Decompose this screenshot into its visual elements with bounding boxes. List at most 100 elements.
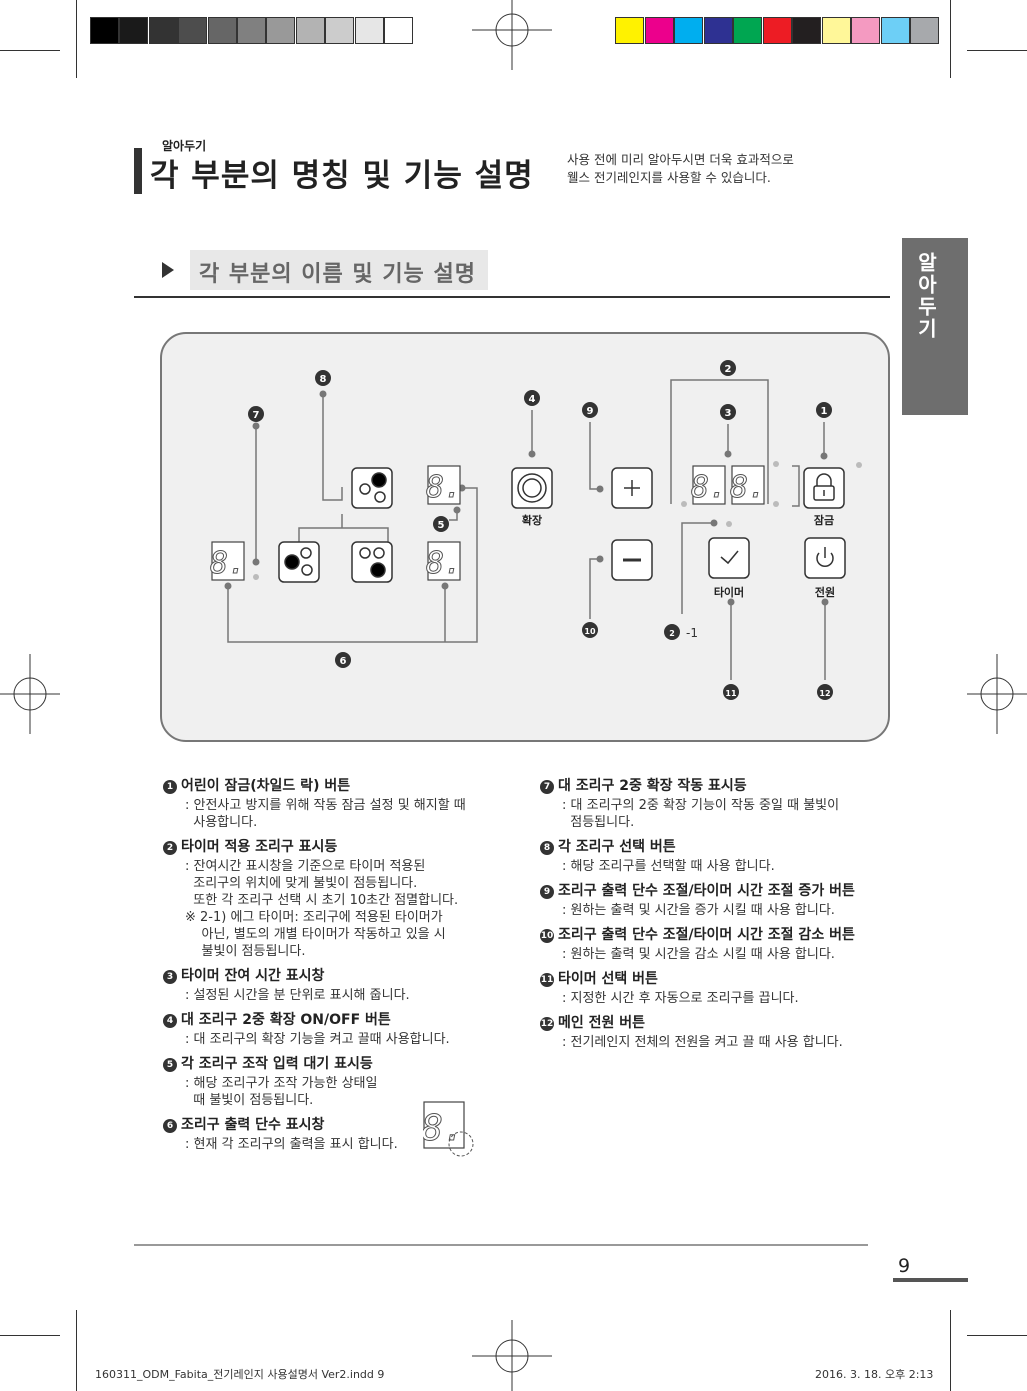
item-number-badge: 7 [540,780,554,794]
svg-text:10: 10 [584,627,596,636]
svg-text:11: 11 [725,689,737,698]
item-description-line: : 해당 조리구를 선택할 때 사용 합니다. [562,859,775,874]
process-swatch [703,17,733,44]
expand-label: 확장 [522,513,542,527]
crop-mark [0,50,60,51]
timer-button [708,537,750,579]
item-description-line: : 전기레인지 전체의 전원을 켜고 끌 때 사용 합니다. [562,1035,843,1050]
item-number-badge: 10 [540,929,554,943]
process-swatch [821,17,851,44]
description-item: 8 각 조리구 선택 버튼 : 해당 조리구를 선택할 때 사용 합니다. [540,839,930,875]
crop-mark [0,1335,60,1336]
svg-text:2: 2 [725,364,732,375]
item-description-line: : 잔여시간 표시창을 기준으로 타이머 적용된 [185,859,426,874]
timer-label: 타이머 [714,585,744,599]
item-number-badge: 12 [540,1017,554,1031]
registration-mark-top [472,0,552,70]
item-number-badge: 5 [163,1058,177,1072]
svg-text:6: 6 [340,656,347,667]
gray-swatch [295,17,325,44]
item-description-line: 조리구의 위치에 맞게 불빛이 점등됩니다. [185,876,418,891]
process-swatch [615,17,644,44]
item-description-line: : 안전사고 방지를 위해 작동 잠금 설정 및 해지할 때 [185,798,466,813]
lock-button [803,467,845,509]
description-item-title: 4 대 조리구 2중 확장 ON/OFF 버튼 [163,1012,523,1029]
item-description-line: 불빛이 점등됩니다. [185,944,306,959]
section-heading-bg [190,250,488,290]
item-description-line: ※ 2-1) 에그 타이머: 조리구에 적용된 타이머가 [185,910,443,925]
burner-level-display-3: 8. [426,546,462,581]
expand-button [511,467,553,509]
item-number-badge: 1 [163,780,177,794]
item-number-badge: 8 [540,841,554,855]
marker-8: 8 [315,370,331,386]
process-swatch [762,17,792,44]
item-title-text: 대 조리구 2중 확장 ON/OFF 버튼 [181,1012,391,1028]
item-title-text: 타이머 선택 버튼 [558,971,658,987]
marker-10: 10 [582,622,598,638]
svg-text:2: 2 [669,629,675,638]
title-accent-bar [134,148,142,194]
item-description-line: : 설정된 시간을 분 단위로 표시해 줍니다. [185,988,410,1003]
item-title-text: 각 조리구 선택 버튼 [558,839,676,855]
page-number-rule [893,1278,968,1282]
registration-mark-bottom [472,1320,552,1391]
crop-mark [950,1310,951,1391]
item-title-text: 타이머 적용 조리구 표시등 [181,839,338,855]
svg-text:9: 9 [587,406,594,417]
burner-select-left [278,541,320,583]
svg-text:8.: 8. [423,1108,465,1149]
crop-mark [76,1310,77,1391]
item-title-text: 어린이 잠금(차일드 락) 버튼 [181,778,351,794]
marker-6: 6 [335,652,351,668]
minus-button [611,539,653,581]
marker-2-1: 2-1 [664,624,698,640]
marker-5: 5 [433,516,449,532]
item-number-badge: 4 [163,1014,177,1028]
description-item-title: 2 타이머 적용 조리구 표시등 [163,839,523,856]
svg-text:3: 3 [725,408,732,419]
gray-swatch [354,17,384,44]
burner-level-display-1: 8. [210,546,246,581]
power-button [804,537,846,579]
description-item-title: 8 각 조리구 선택 버튼 [540,839,930,856]
description-item: 12 메인 전원 버튼 : 전기레인지 전체의 전원을 켜고 끌 때 사용 합니다. [540,1015,930,1051]
svg-text:8: 8 [320,374,327,385]
process-swatch [733,17,762,44]
item-number-badge: 3 [163,970,177,984]
process-swatch [644,17,674,44]
section-rule [134,296,890,298]
item-title-text: 메인 전원 버튼 [558,1015,646,1031]
page-title: 각 부분의 명칭 및 기능 설명 [150,158,534,194]
gray-swatch [237,17,266,44]
item-description-line: 아닌, 별도의 개별 타이머가 작동하고 있을 시 [185,927,446,942]
side-tab-label: 알아두기 [914,252,938,340]
marker-7: 7 [248,406,264,422]
plus-button [611,467,653,509]
item-description-line: : 해당 조리구가 조작 가능한 상태일 [185,1076,378,1091]
process-swatch [674,17,703,44]
timer-display-tens: 8. [691,470,727,505]
gray-swatch [90,17,119,44]
crop-mark [950,0,951,78]
burner-select-right [351,541,393,583]
item-title-text: 각 조리구 조작 입력 대기 표시등 [181,1056,373,1072]
gray-swatch [119,17,149,44]
side-tab: 알아두기 [902,238,968,415]
svg-text:5: 5 [438,520,445,531]
timer-display-ones: 8. [730,470,766,505]
date-slug: 2016. 3. 18. 오후 2:13 [815,1368,934,1381]
footer-rule [134,1244,868,1246]
item-number-badge: 2 [163,841,177,855]
svg-text:12: 12 [819,689,830,698]
intro-text: 사용 전에 미리 알아두시면 더욱 효과적으로 웰스 전기레인지를 사용할 수 … [567,152,794,185]
marker-3: 3 [720,404,736,420]
marker-2: 2 [720,360,736,376]
